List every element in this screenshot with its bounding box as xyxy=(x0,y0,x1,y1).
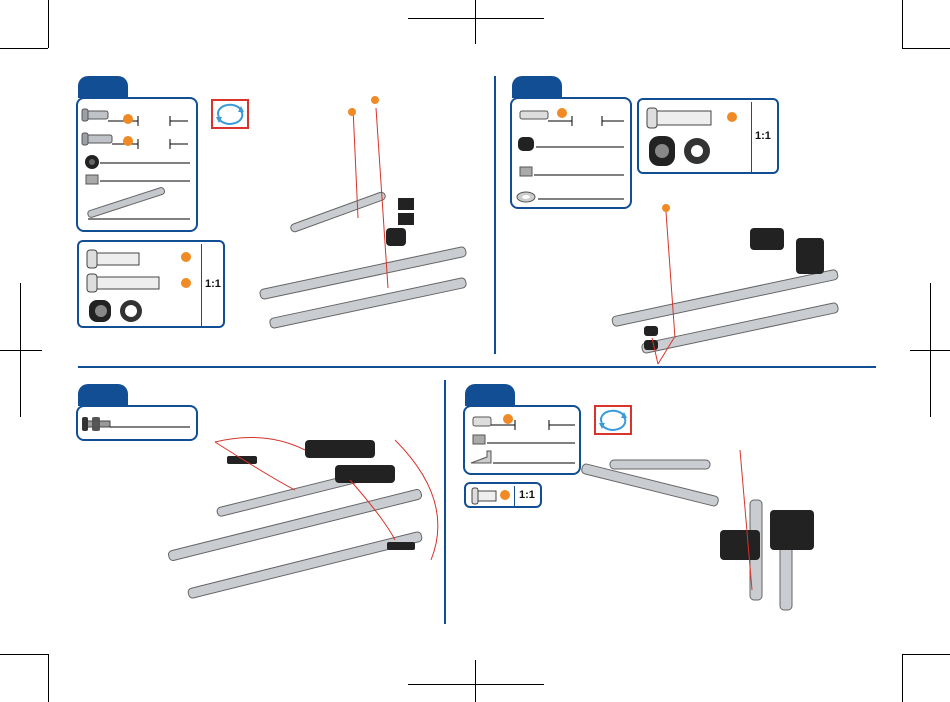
part-marker xyxy=(503,414,513,424)
strip-icon xyxy=(87,187,165,218)
assembly-illustration xyxy=(600,198,880,368)
bracket-icon xyxy=(471,451,491,463)
washer-icon xyxy=(684,138,710,164)
parts-list xyxy=(465,407,583,477)
parts-list xyxy=(78,99,200,234)
nut-icon xyxy=(649,136,675,166)
part-marker xyxy=(557,108,567,118)
step-number-tab xyxy=(78,384,128,406)
part-marker xyxy=(123,136,133,146)
step-number-tab xyxy=(465,384,515,406)
nut-icon xyxy=(520,167,532,176)
parts-panel xyxy=(510,97,632,209)
nut-icon xyxy=(518,137,534,151)
parts-list xyxy=(512,99,634,211)
part-marker xyxy=(500,490,510,500)
screw-icon xyxy=(647,108,711,128)
nut-icon xyxy=(86,175,98,184)
ratio-box: 1:1 xyxy=(464,482,542,508)
nut-icon xyxy=(89,300,111,322)
actual-size-parts xyxy=(639,100,751,174)
ratio-label: 1:1 xyxy=(205,278,221,290)
ratio-label: 1:1 xyxy=(519,489,535,501)
washer-icon xyxy=(120,300,142,322)
part-marker xyxy=(181,278,191,288)
assembly-illustration xyxy=(248,88,488,348)
washer-icon xyxy=(517,192,535,202)
ratio-box: 1:1 xyxy=(77,240,225,328)
step-number-tab xyxy=(512,76,562,98)
screw-icon xyxy=(87,250,139,268)
axle-icon xyxy=(82,417,110,431)
parts-panel xyxy=(463,405,581,475)
screw-icon xyxy=(520,111,548,119)
part-marker xyxy=(727,112,737,122)
divider-vertical-top xyxy=(494,76,496,354)
ratio-label: 1:1 xyxy=(755,130,771,142)
parts-panel xyxy=(76,97,198,232)
ratio-box: 1:1 xyxy=(637,98,779,174)
rotate-model-icon xyxy=(211,99,249,129)
part-marker xyxy=(181,252,191,262)
screw-icon xyxy=(82,133,112,145)
step-number-tab xyxy=(78,76,128,98)
rotate-model-icon xyxy=(594,405,632,435)
assembly-illustration xyxy=(155,420,445,620)
screw-icon xyxy=(473,417,491,426)
screw-icon xyxy=(472,488,496,504)
part-marker xyxy=(123,114,133,124)
nut-icon xyxy=(473,435,485,444)
screw-icon xyxy=(87,274,159,292)
screw-icon xyxy=(82,109,108,121)
nut-icon xyxy=(85,155,99,169)
assembly-illustration xyxy=(570,440,850,610)
